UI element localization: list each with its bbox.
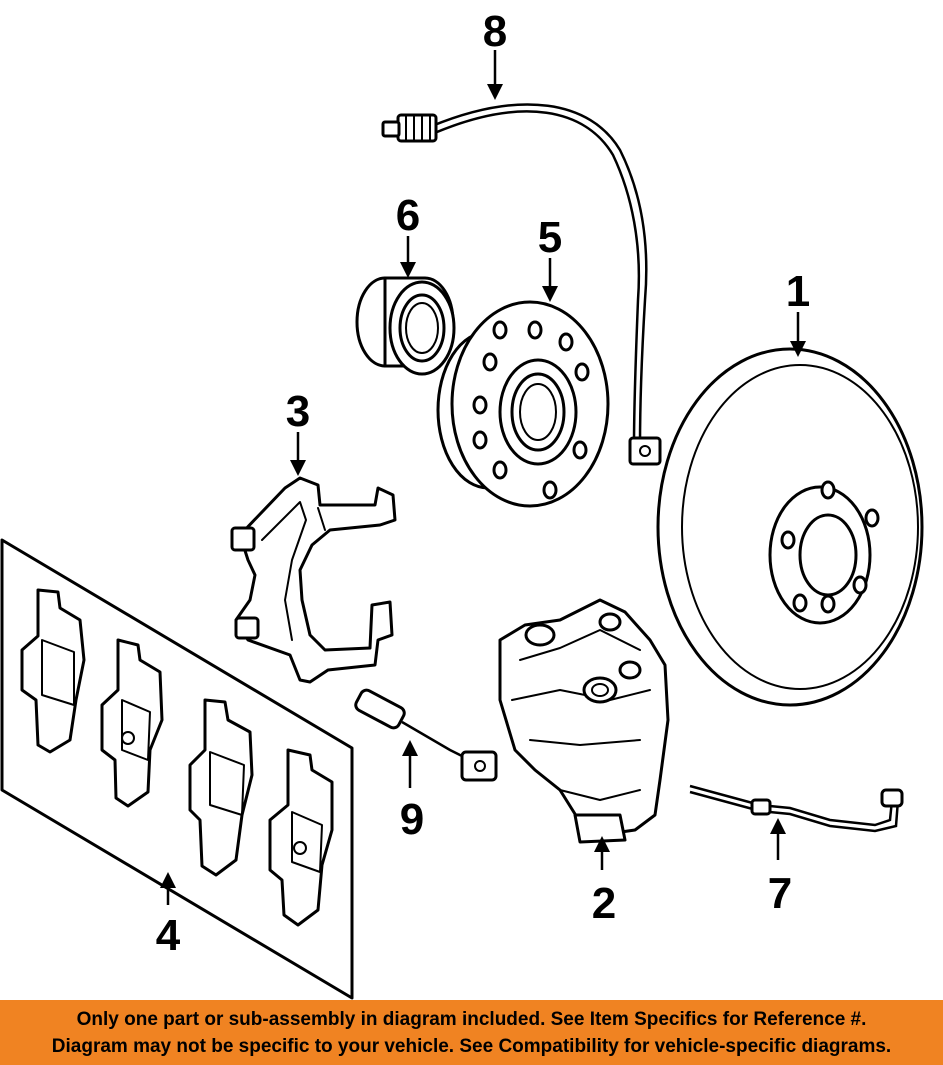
callout-3: 3 [286, 387, 310, 436]
disclaimer-line-2: Diagram may not be specific to your vehi… [51, 1036, 892, 1057]
parts-diagram: 8 6 5 1 3 4 9 2 7 [0, 7, 924, 1000]
callout-labels: 8 6 5 1 3 4 9 2 7 [156, 7, 810, 960]
part-5-wheel-hub [436, 300, 610, 508]
part-3-caliper-bracket [230, 476, 397, 684]
disclaimer-banner: Only one part or sub-assembly in diagram… [0, 1000, 943, 1065]
callout-1: 1 [786, 267, 810, 316]
disclaimer-line-1: Only one part or sub-assembly in diagram… [76, 1009, 867, 1030]
part-1-brake-rotor [656, 347, 924, 707]
part-9-wear-sensor [354, 688, 498, 782]
part-4-brake-pad-set [0, 538, 354, 1000]
callout-7: 7 [768, 869, 792, 918]
part-8-wear-sensor [381, 103, 662, 466]
callout-9: 9 [400, 795, 424, 844]
callout-2: 2 [592, 879, 616, 928]
callout-5: 5 [538, 213, 562, 262]
callout-6: 6 [396, 191, 420, 240]
callout-8: 8 [483, 7, 507, 56]
part-2-brake-caliper [498, 598, 670, 844]
part-6-wheel-bearing [355, 276, 456, 376]
callout-4: 4 [156, 911, 181, 960]
part-7-wear-sensor-wire [689, 784, 904, 833]
leader-lines [160, 50, 806, 905]
